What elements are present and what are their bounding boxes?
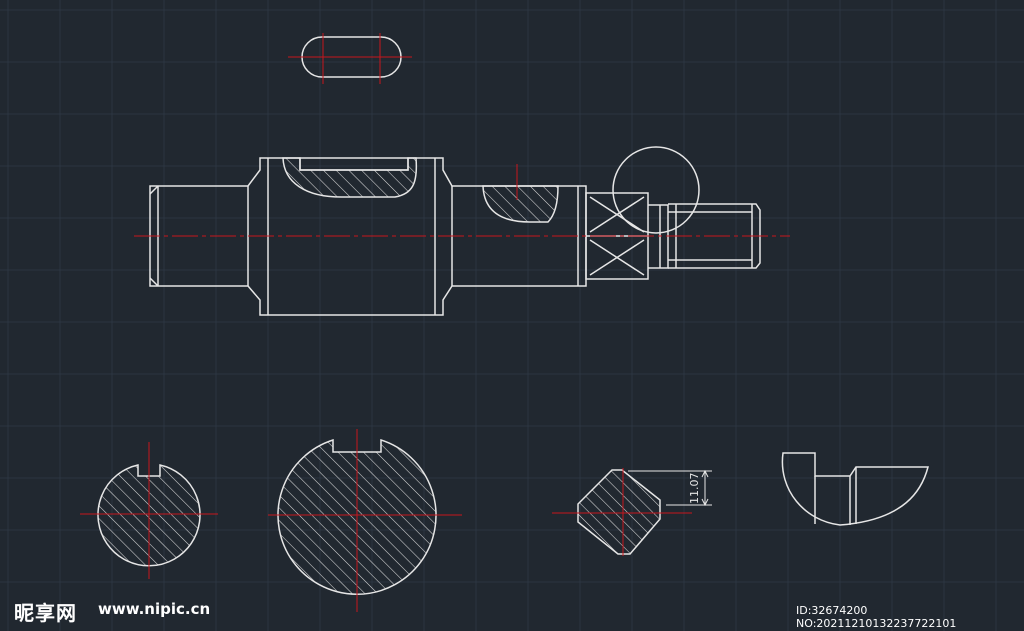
- section-large-circle: [268, 429, 462, 612]
- shaft-centerline: [134, 164, 790, 237]
- section-small-circle: [80, 442, 218, 579]
- keyway-plan-view: [288, 33, 412, 84]
- watermark-id: ID:32674200 NO:20211210132237722101: [796, 604, 957, 630]
- shaft-keyway-cuts: [282, 157, 559, 223]
- shaft-front-view: [149, 146, 761, 316]
- woodruff-key-view: [781, 452, 929, 526]
- dimension-11-07: [628, 469, 712, 507]
- dimension-label: 11.07: [688, 473, 701, 505]
- watermark-logo: 昵享网: [14, 601, 77, 625]
- watermark-url: www.nipic.cn: [98, 600, 211, 618]
- section-square: [552, 468, 692, 556]
